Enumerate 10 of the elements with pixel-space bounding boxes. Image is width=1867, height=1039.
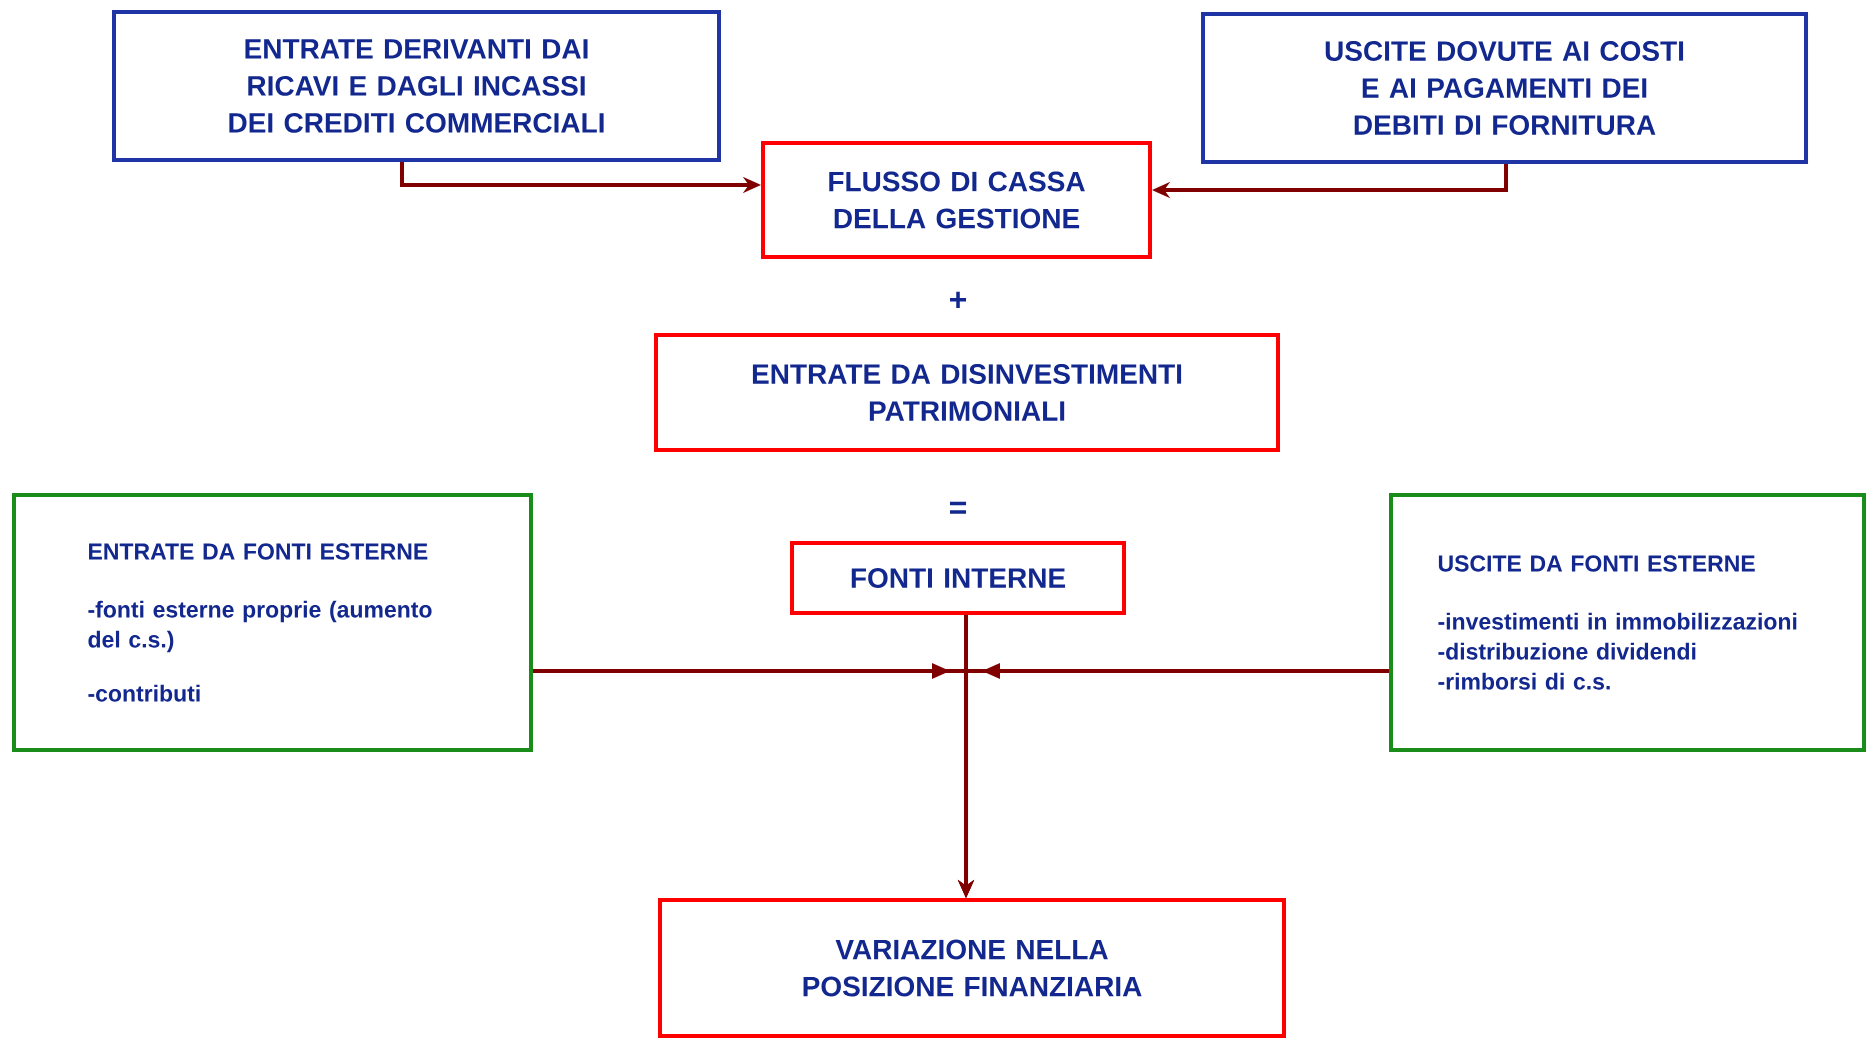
flow-box: USCITE DOVUTE AI COSTI E AI PAGAMENTI DEI DEBITI DI FORNITURA [1201,12,1808,164]
result-box: ENTRATE DA DISINVESTIMENTI PATRIMONIALI [654,333,1280,452]
result-box: FONTI INTERNE [790,541,1126,615]
flow-box: ENTRATE DERIVANTI DAI RICAVI E DAGLI INCASSI DEI CREDITI COMMERCIALI [112,10,721,162]
operator-sign: = [950,501,967,514]
source-box: ENTRATE DA FONTI ESTERNE -fonti esterne proprie (aumento del c.s.) -contributi [12,493,533,752]
result-box: FLUSSO DI CASSA DELLA GESTIONE [761,141,1152,259]
result-box: VARIAZIONE NELLA POSIZIONE FINANZIARIA [658,898,1286,1038]
source-box: USCITE DA FONTI ESTERNE -investimenti in immobilizzazioni -distribuzione dividendi -rimborsi di c.s. [1389,493,1867,752]
operator-sign: + [950,291,967,308]
